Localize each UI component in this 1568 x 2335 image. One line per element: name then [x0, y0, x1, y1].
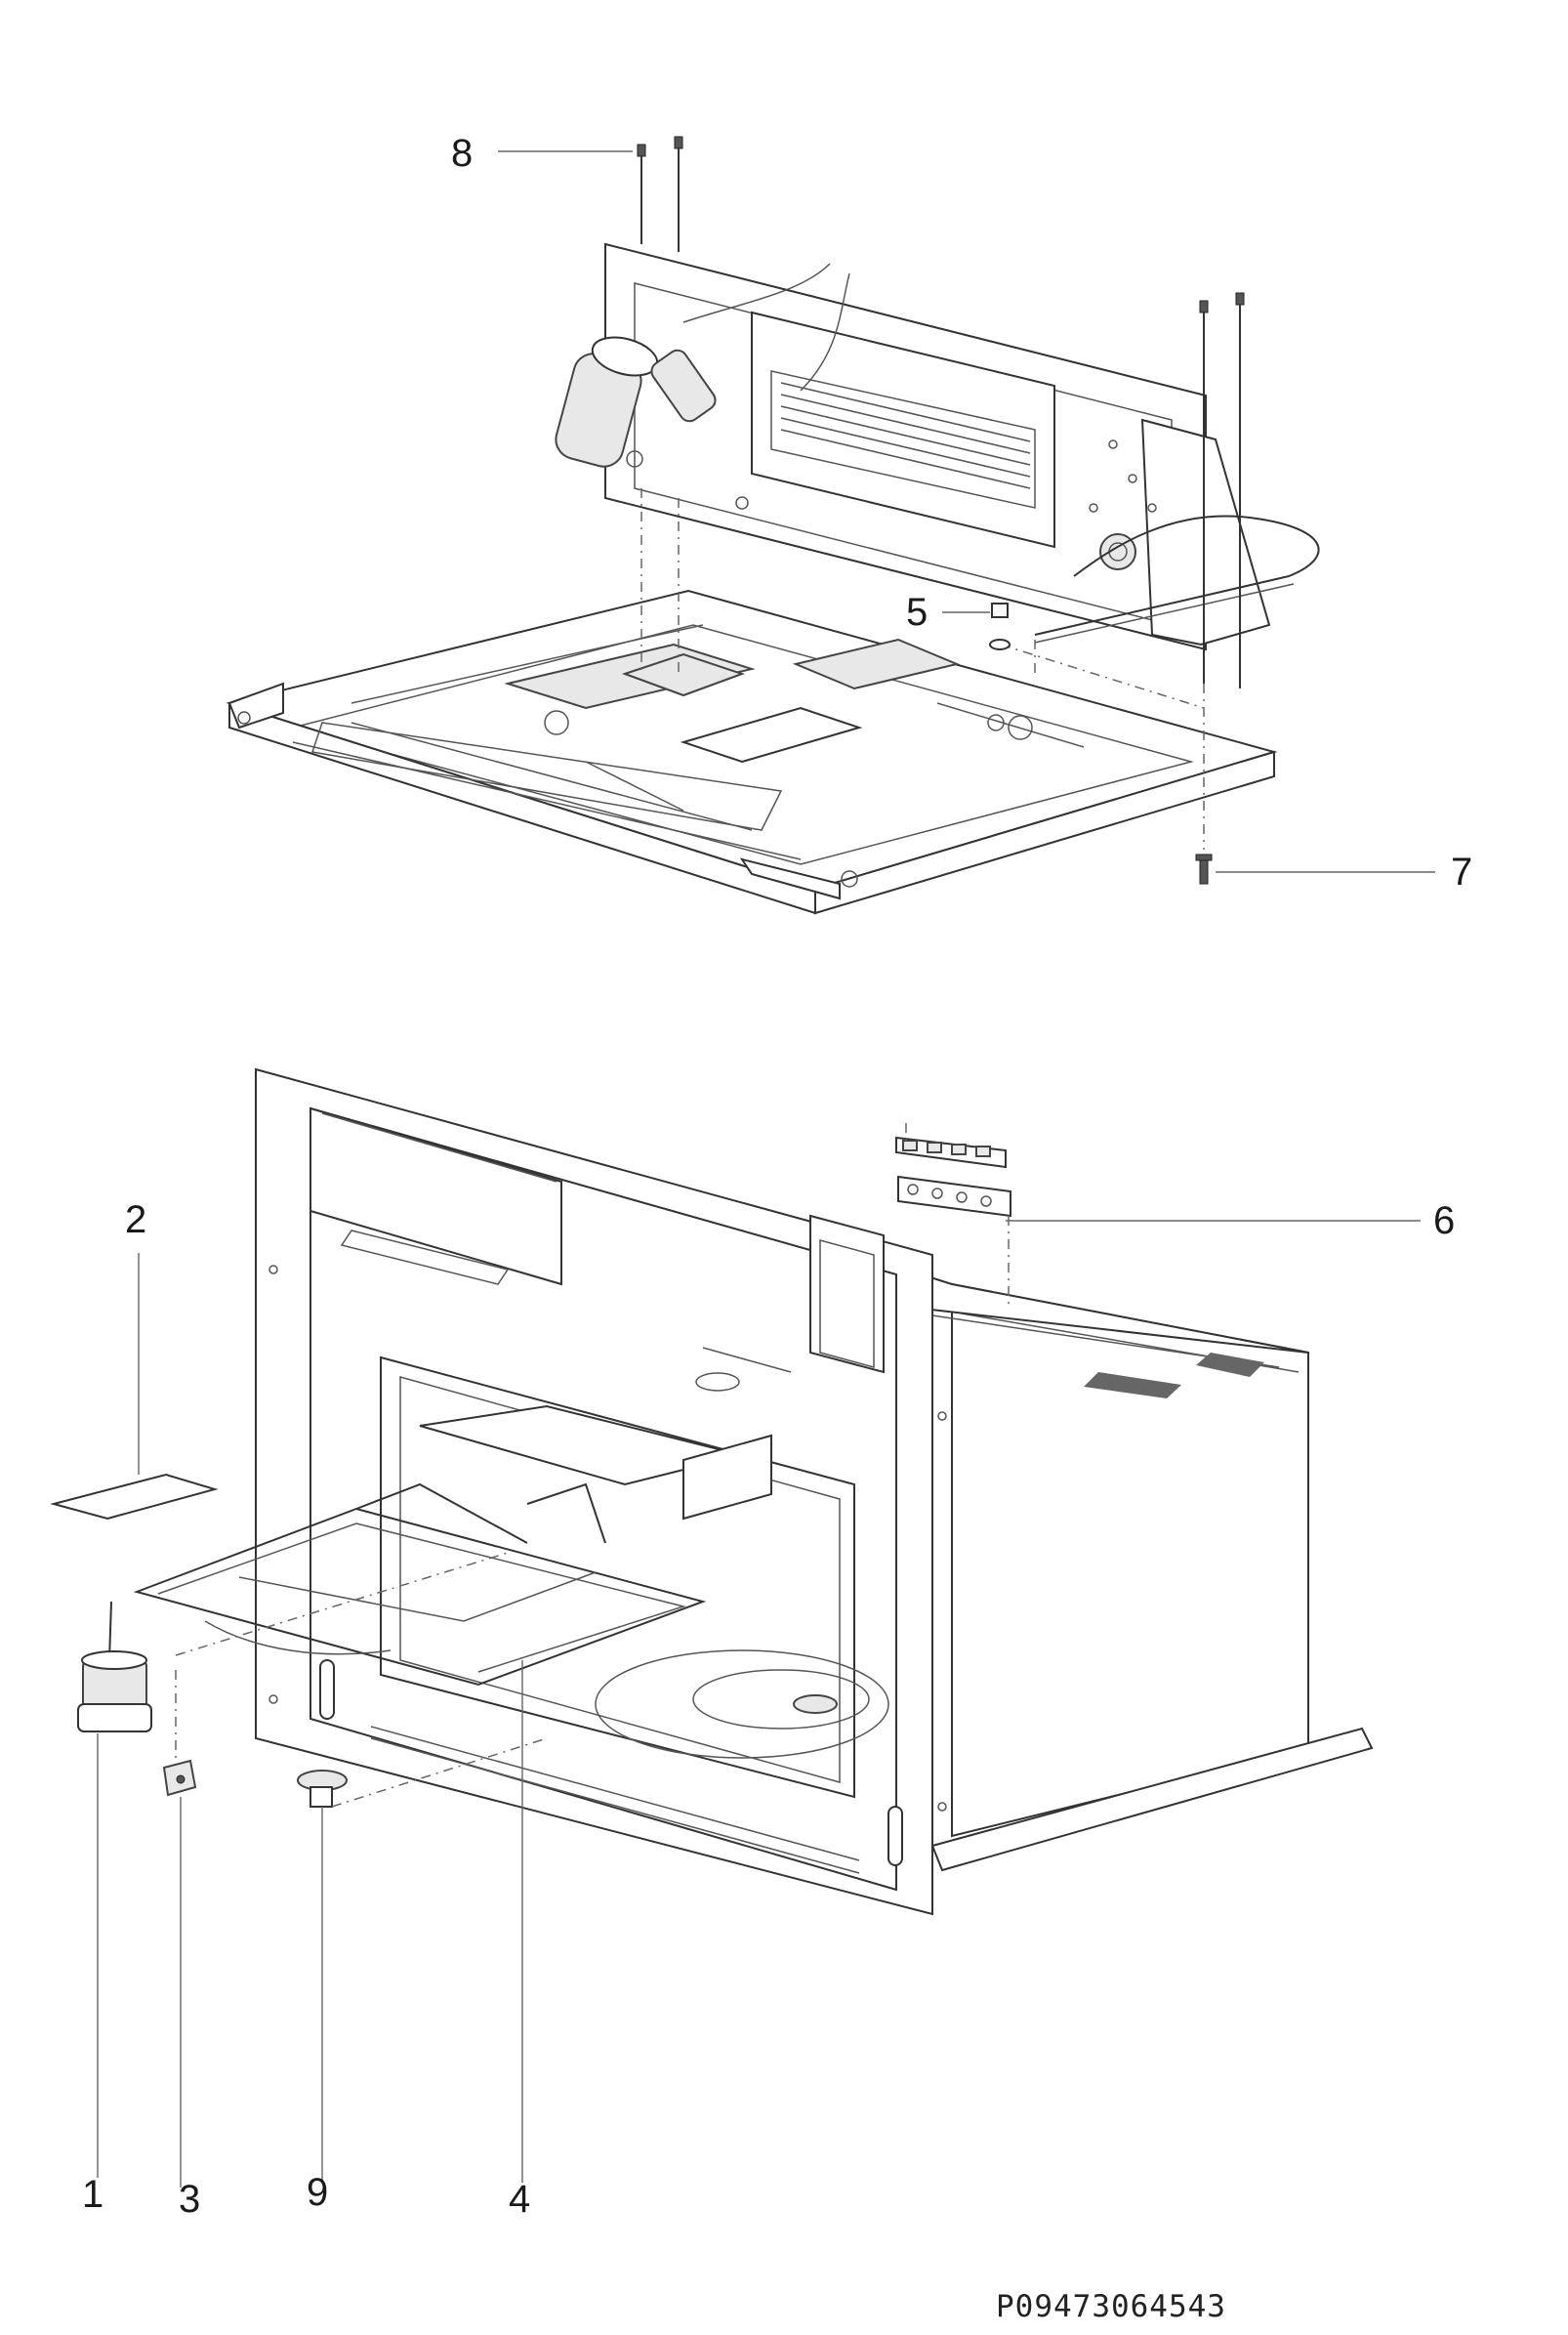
- callout-3: 3: [179, 2178, 200, 2221]
- grille-slots: [780, 382, 1031, 489]
- clip-item-3: [162, 1759, 197, 1797]
- callout-9: 9: [307, 2171, 328, 2214]
- pad-item-2: [50, 1473, 219, 1521]
- sensor-item-9: [297, 1770, 348, 1808]
- thermostat-item-1: [77, 1601, 152, 1732]
- washer-item-5: [989, 603, 1011, 650]
- callout-7: 7: [1451, 851, 1472, 894]
- document-code: P09473064543: [996, 2289, 1226, 2324]
- callout-4: 4: [509, 2178, 530, 2221]
- bottom-assembly: [50, 1067, 1374, 1916]
- callout-1: 1: [82, 2173, 103, 2216]
- callout-2: 2: [125, 1198, 146, 1241]
- callout-8: 8: [451, 132, 473, 175]
- leader-lines: [97, 150, 1435, 2188]
- base-rail: [930, 1727, 1374, 1872]
- callout-labels: 8 5 7 2 6 1 3 9 4: [82, 132, 1472, 2221]
- screw-item-7: [1195, 854, 1213, 885]
- fan-motor: [555, 336, 717, 468]
- connector-item-6: [895, 1123, 1011, 1309]
- heating-element-item-4: [133, 1482, 707, 1687]
- callout-5: 5: [906, 591, 928, 634]
- base-tray: [226, 589, 1278, 915]
- screw-item-8: [637, 136, 683, 252]
- screw-right-pair: [1199, 292, 1245, 688]
- callout-6: 6: [1433, 1199, 1455, 1242]
- front-frame: [255, 1067, 947, 1916]
- top-assembly: [226, 136, 1320, 915]
- back-panel: [555, 242, 1320, 651]
